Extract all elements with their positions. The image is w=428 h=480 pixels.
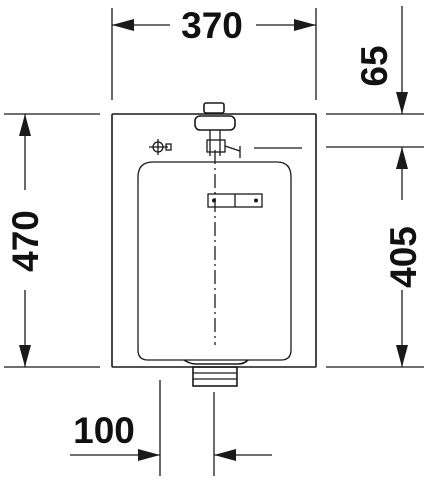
dimension-top-offset: 65 — [326, 6, 424, 200]
outlet-pipe — [192, 366, 238, 387]
dimension-left-height: 470 — [4, 113, 100, 368]
valve-cap — [203, 102, 225, 114]
label-top-offset: 65 — [354, 45, 395, 86]
fixing-point-tab — [165, 143, 172, 151]
fixing-point-symbol — [149, 139, 172, 155]
label-left-height: 470 — [5, 210, 46, 272]
valve-body — [194, 115, 236, 131]
arrow-right — [294, 19, 316, 31]
arrow-up-offset — [396, 147, 408, 169]
dimension-top-width: 370 — [111, 5, 317, 100]
outlet-connector — [183, 359, 249, 387]
arrow-down-offset — [396, 92, 408, 114]
cistern-inner-tank-outline — [137, 161, 292, 361]
mounting-hole-right — [254, 198, 258, 203]
label-right-height: 405 — [383, 226, 424, 288]
dimension-bottom-offset: 100 — [70, 380, 272, 476]
arrow-down-right — [396, 345, 408, 367]
outlet-neck — [183, 359, 249, 365]
arrow-left-bottom — [214, 449, 236, 461]
arrow-left — [112, 19, 134, 31]
arrow-up-left — [19, 114, 31, 136]
label-bottom-offset: 100 — [73, 410, 135, 451]
flush-valve-fitting — [194, 102, 302, 345]
label-top-width: 370 — [181, 5, 243, 46]
mounting-hole-left — [212, 198, 216, 203]
dimension-right-height: 405 — [326, 226, 424, 368]
arrow-right-bottom — [138, 449, 160, 461]
arrow-down-left — [19, 345, 31, 367]
mounting-plate — [207, 193, 263, 208]
valve-arm — [224, 145, 241, 152]
